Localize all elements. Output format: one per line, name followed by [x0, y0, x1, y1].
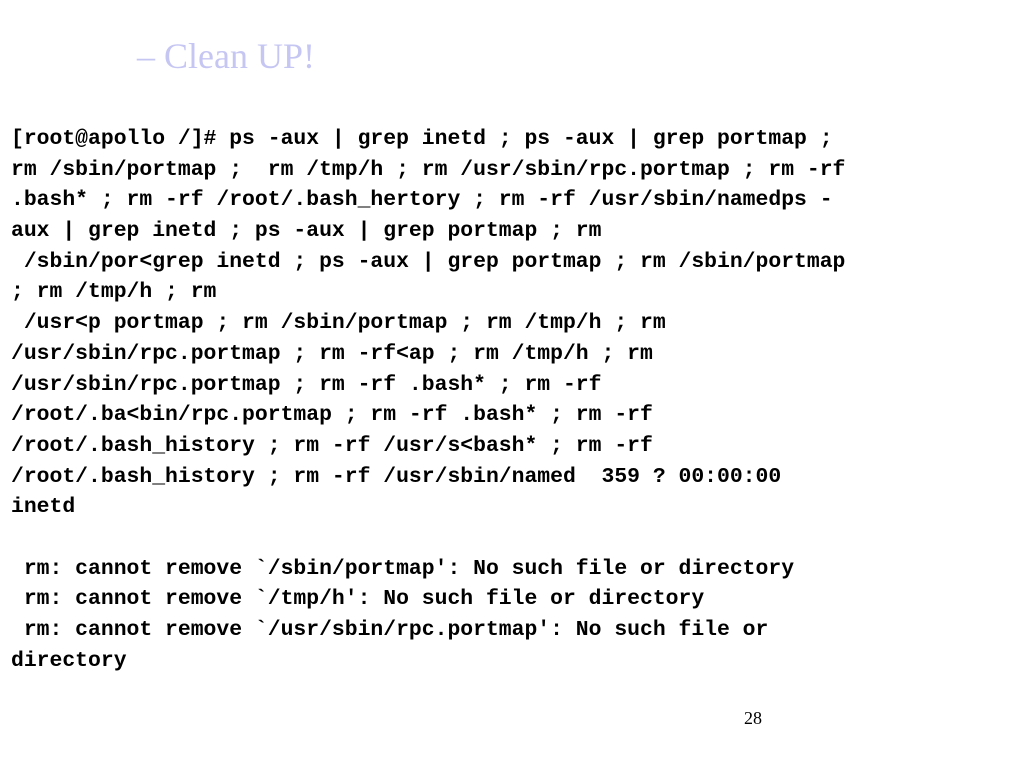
error-line: rm: cannot remove `/usr/sbin/rpc.portmap… [11, 618, 769, 642]
terminal-line: /root/.ba<bin/rpc.portmap ; rm -rf .bash… [11, 403, 653, 428]
terminal-line: .bash* ; rm -rf /root/.bash_hertory ; rm… [11, 188, 833, 213]
terminal-line: ; rm /tmp/h ; rm [11, 280, 217, 305]
terminal-line: /usr/sbin/rpc.portmap ; rm -rf .bash* ; … [11, 372, 602, 397]
terminal-line: /usr<p portmap ; rm /sbin/portmap ; rm /… [11, 311, 666, 336]
terminal-output: [root@apollo /]# ps -aux | grep inetd ; … [11, 124, 845, 676]
terminal-line: aux | grep inetd ; ps -aux | grep portma… [11, 219, 602, 244]
terminal-line: rm /sbin/portmap ; rm /tmp/h ; rm /usr/s… [11, 157, 846, 182]
terminal-line-blank [11, 523, 845, 554]
terminal-line: /sbin/por<grep inetd ; ps -aux | grep po… [11, 249, 846, 274]
terminal-line: /root/.bash_history ; rm -rf /usr/s<bash… [11, 433, 653, 458]
error-line: rm: cannot remove `/tmp/h': No such file… [11, 587, 705, 612]
slide-title: – Clean UP! [137, 36, 315, 76]
terminal-line: /usr/sbin/rpc.portmap ; rm -rf<ap ; rm /… [11, 341, 653, 366]
page-number: 28 [744, 708, 762, 728]
terminal-line: [root@apollo /]# ps -aux | grep inetd ; … [11, 127, 833, 151]
error-line: directory [11, 648, 127, 673]
terminal-line: inetd [11, 495, 76, 520]
terminal-line: /root/.bash_history ; rm -rf /usr/sbin/n… [11, 464, 782, 489]
error-line: rm: cannot remove `/sbin/portmap': No su… [11, 556, 795, 581]
